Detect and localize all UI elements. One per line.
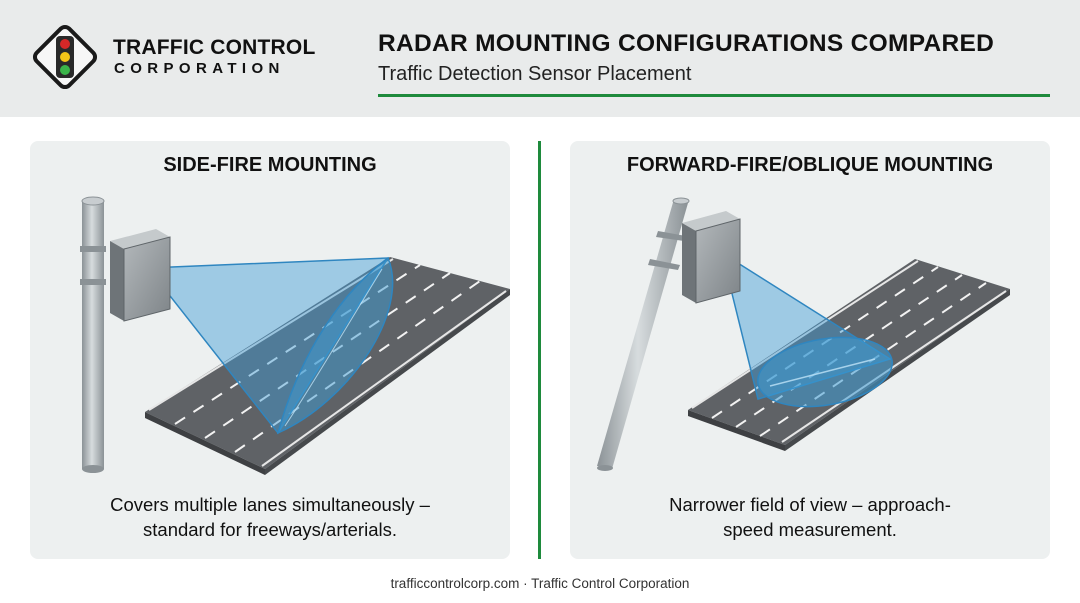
forward-fire-illustration bbox=[597, 197, 1010, 471]
forward-fire-panel: FORWARD-FIRE/OBLIQUE MOUNTING Narrower f… bbox=[570, 141, 1050, 559]
page-title: RADAR MOUNTING CONFIGURATIONS COMPARED bbox=[378, 30, 995, 57]
caption-line: speed measurement. bbox=[723, 519, 897, 540]
mounting-pole bbox=[80, 196, 106, 473]
side-fire-illustration bbox=[80, 196, 510, 475]
panel-title: FORWARD-FIRE/OBLIQUE MOUNTING bbox=[626, 154, 994, 176]
page-subtitle: Traffic Detection Sensor Placement bbox=[378, 63, 692, 85]
brand-name: TRAFFIC CONTROL bbox=[113, 36, 316, 59]
footer-credit: trafficcontrolcorp.com · Traffic Control… bbox=[390, 576, 690, 591]
brand-subname: CORPORATION bbox=[114, 60, 285, 77]
header: TRAFFIC CONTROL CORPORATION RADAR MOUNTI… bbox=[0, 0, 1080, 117]
panel-caption: Covers multiple lanes simultaneously – s… bbox=[30, 492, 510, 542]
radar-sensor bbox=[682, 211, 741, 304]
caption-line: standard for freeways/arterials. bbox=[143, 519, 397, 540]
radar-beam bbox=[720, 251, 893, 408]
panel-caption: Narrower field of view – approach- speed… bbox=[570, 492, 1050, 542]
radar-sensor bbox=[110, 229, 171, 322]
caption-line: Covers multiple lanes simultaneously – bbox=[110, 494, 430, 515]
panel-divider bbox=[538, 141, 541, 559]
panel-title: SIDE-FIRE MOUNTING bbox=[163, 154, 377, 176]
title-underline bbox=[378, 94, 1050, 97]
mounting-pole bbox=[597, 197, 690, 471]
caption-line: Narrower field of view – approach- bbox=[669, 494, 951, 515]
side-fire-panel: SIDE-FIRE MOUNTING Covers multiple lanes… bbox=[30, 141, 510, 559]
traffic-light-icon bbox=[32, 24, 98, 90]
radar-beam bbox=[146, 256, 394, 435]
